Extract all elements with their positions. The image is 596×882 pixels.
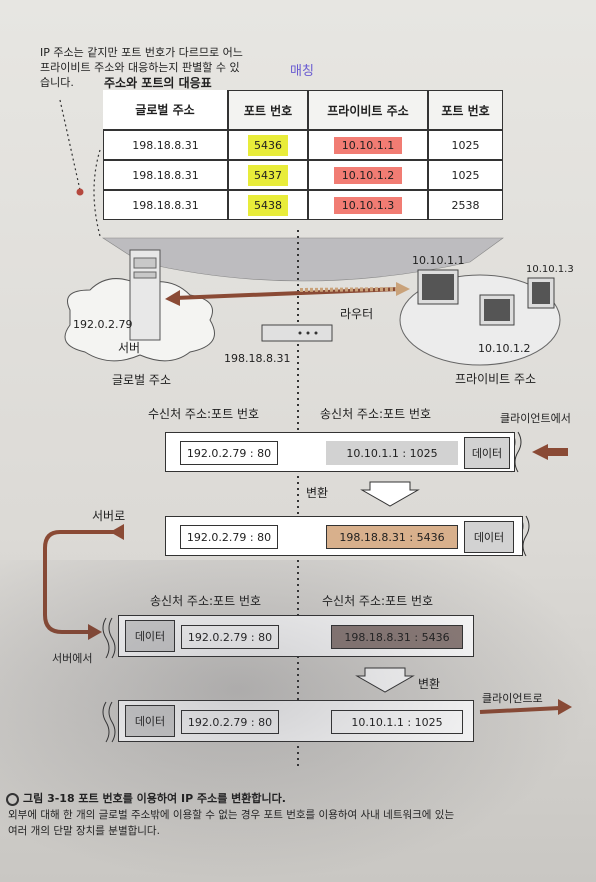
table-cell-pport-3: 2538	[428, 190, 503, 220]
table-header-port-2: 포트 번호	[428, 90, 503, 130]
row4-data: 데이터	[125, 705, 175, 737]
caption-title: 그림 3-18 포트 번호를 이용하여 IP 주소를 변환합니다.	[0, 791, 596, 807]
caption-bullet-icon	[6, 792, 19, 806]
to-client-label: 클라이언트로	[482, 692, 543, 705]
pc3-ip-label: 10.10.1.3	[526, 264, 574, 275]
row2-src: 198.18.8.31 : 5436	[326, 525, 458, 549]
row1-dst: 192.0.2.79 : 80	[180, 441, 278, 465]
row3-src: 192.0.2.79 : 80	[181, 625, 279, 649]
note-text: IP 주소는 같지만 포트 번호가 다르므로 어느 프라이비트 주소와 대응하는…	[40, 45, 310, 90]
packet-row-4: 데이터 192.0.2.79 : 80 10.10.1.1 : 1025	[118, 700, 474, 742]
packet-row-2: 192.0.2.79 : 80 198.18.8.31 : 5436 데이터	[165, 516, 523, 556]
private-address-label: 프라이비트 주소	[455, 372, 537, 386]
row1-src: 10.10.1.1 : 1025	[326, 441, 458, 465]
table-cell-port-1: 5436	[228, 130, 308, 160]
table-title: 주소와 포트의 대응표	[104, 76, 212, 90]
note-line-1: IP 주소는 같지만 포트 번호가 다르므로 어느	[40, 46, 243, 59]
figure-caption: 그림 3-18 포트 번호를 이용하여 IP 주소를 변환합니다. 외부에 대해…	[0, 791, 596, 839]
server-ip-label: 192.0.2.79	[73, 318, 133, 331]
table-cell-global-2: 198.18.8.31	[103, 160, 228, 190]
from-server-label: 서버에서	[52, 652, 93, 665]
caption-line-1: 외부에 대해 한 개의 글로벌 주소밖에 이용할 수 없는 경우 포트 번호를 …	[8, 809, 455, 821]
caption-line-2: 여러 개의 단말 장치를 분별합니다.	[8, 825, 160, 837]
row4-src: 192.0.2.79 : 80	[181, 710, 279, 734]
convert-label-1: 변환	[306, 486, 329, 500]
table-cell-private-3: 10.10.1.3	[308, 190, 428, 220]
flow-header-dst-2: 수신처 주소:포트 번호	[322, 594, 434, 608]
handwritten-note: 매칭	[290, 64, 314, 79]
table-cell-global-1: 198.18.8.31	[103, 130, 228, 160]
to-server-label: 서버로	[92, 509, 126, 523]
table-cell-private-2: 10.10.1.2	[308, 160, 428, 190]
router-ip-label: 198.18.8.31	[224, 352, 291, 365]
row2-dst: 192.0.2.79 : 80	[180, 525, 278, 549]
server-label: 서버	[118, 341, 141, 355]
pc2-ip-label: 10.10.1.2	[478, 342, 531, 355]
note-line-3: 습니다.	[40, 76, 74, 89]
row2-data: 데이터	[464, 521, 514, 553]
flow-header-src-2: 송신처 주소:포트 번호	[150, 594, 262, 608]
global-address-label: 글로벌 주소	[112, 373, 172, 387]
table-header-private: 프라이비트 주소	[308, 90, 428, 130]
convert-label-2: 변환	[418, 677, 441, 691]
table-header-port-1: 포트 번호	[228, 90, 308, 130]
row1-data: 데이터	[464, 437, 510, 469]
packet-row-1: 192.0.2.79 : 80 10.10.1.1 : 1025 데이터	[165, 432, 515, 472]
pc1-ip-label: 10.10.1.1	[412, 254, 465, 267]
mapping-table: 글로벌 주소 포트 번호 프라이비트 주소 포트 번호 198.18.8.31 …	[103, 90, 503, 238]
table-cell-port-2: 5437	[228, 160, 308, 190]
router-label: 라우터	[340, 307, 374, 321]
table-cell-pport-2: 1025	[428, 160, 503, 190]
row3-dst: 198.18.8.31 : 5436	[331, 625, 463, 649]
table-cell-pport-1: 1025	[428, 130, 503, 160]
flow-header-src: 송신처 주소:포트 번호	[320, 407, 432, 421]
flow-header-dst: 수신처 주소:포트 번호	[148, 407, 260, 421]
table-cell-port-3: 5438	[228, 190, 308, 220]
from-client-label: 클라이언트에서	[500, 412, 571, 425]
row4-dst: 10.10.1.1 : 1025	[331, 710, 463, 734]
table-cell-global-3: 198.18.8.31	[103, 190, 228, 220]
table-header-global: 글로벌 주소	[103, 90, 228, 130]
table-cell-private-1: 10.10.1.1	[308, 130, 428, 160]
packet-row-3: 데이터 192.0.2.79 : 80 198.18.8.31 : 5436	[118, 615, 474, 657]
note-line-2: 프라이비트 주소와 대응하는지 판별할 수 있	[40, 61, 240, 74]
row3-data: 데이터	[125, 620, 175, 652]
